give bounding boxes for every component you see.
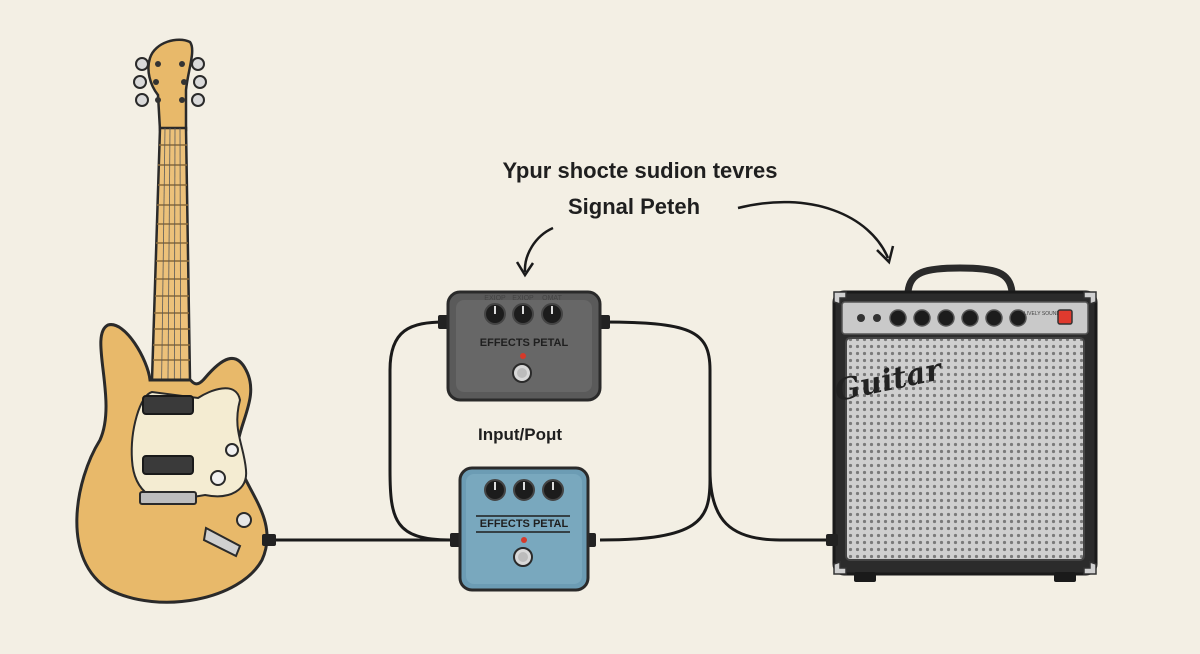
amp-foot-left — [854, 572, 876, 582]
bottom-pedal-knobs[interactable] — [484, 479, 564, 501]
amp-panel-text: LIVELY SOUND — [1024, 311, 1060, 317]
bottom-pedal-label: EFFECTS PETAL — [480, 518, 569, 530]
amp-input-jack-2[interactable] — [873, 314, 881, 322]
cable-loop-to-top-pedal — [388, 320, 451, 542]
arrow-to-amp — [737, 200, 890, 259]
amp-knobs[interactable] — [889, 309, 1027, 327]
bottom-pedal-led — [521, 537, 527, 543]
guitar-output-jack — [262, 534, 276, 546]
guitar-headstock — [147, 38, 194, 132]
amp-handle — [904, 264, 1016, 293]
tone-knob — [225, 443, 239, 457]
amp-speaker-grille — [845, 337, 1085, 561]
top-pedal-led — [520, 353, 526, 359]
amp-power-switch[interactable] — [1057, 309, 1073, 325]
diagram-title-line2: Signal Peteh — [568, 194, 700, 219]
amp-input-jack-1[interactable] — [857, 314, 865, 322]
effects-pedal-bottom: EFFECTS PETAL — [450, 466, 596, 592]
annotation-arrows — [515, 200, 895, 278]
guitar-amplifier: LIVELY SOUND Guitar — [826, 264, 1098, 582]
cable-to-amp — [708, 469, 830, 542]
bridge-pickup — [142, 455, 194, 475]
output-jack-plate — [202, 526, 242, 558]
arrow-to-top-pedal — [523, 226, 554, 273]
top-pedal-knobs[interactable] — [484, 303, 563, 325]
tuning-pegs — [133, 57, 207, 107]
effects-pedal-top: EXIOP EXIOP OMAT EFFECTS PETAL — [438, 290, 610, 402]
top-knob-label-1: EXIOP — [484, 295, 506, 302]
top-knob-label-3: OMAT — [542, 295, 562, 302]
guitar-bridge — [139, 491, 197, 505]
cables — [272, 320, 830, 542]
guitar-frets — [153, 144, 190, 361]
top-pedal-label: EFFECTS PETAL — [480, 337, 569, 349]
diagram-title-line1: Ypur shocte sudion tevres — [502, 158, 777, 183]
cable-top-pedal-out — [599, 320, 712, 542]
volume-knob — [210, 470, 226, 486]
arrowhead-amp — [876, 245, 895, 265]
arrowhead-top-pedal — [515, 261, 535, 278]
selector-switch — [236, 512, 252, 528]
input-output-label: Input/Poμt — [478, 425, 562, 444]
neck-pickup — [142, 395, 194, 415]
top-knob-label-2: EXIOP — [512, 295, 534, 302]
electric-guitar — [75, 38, 276, 604]
amp-foot-right — [1054, 572, 1076, 582]
